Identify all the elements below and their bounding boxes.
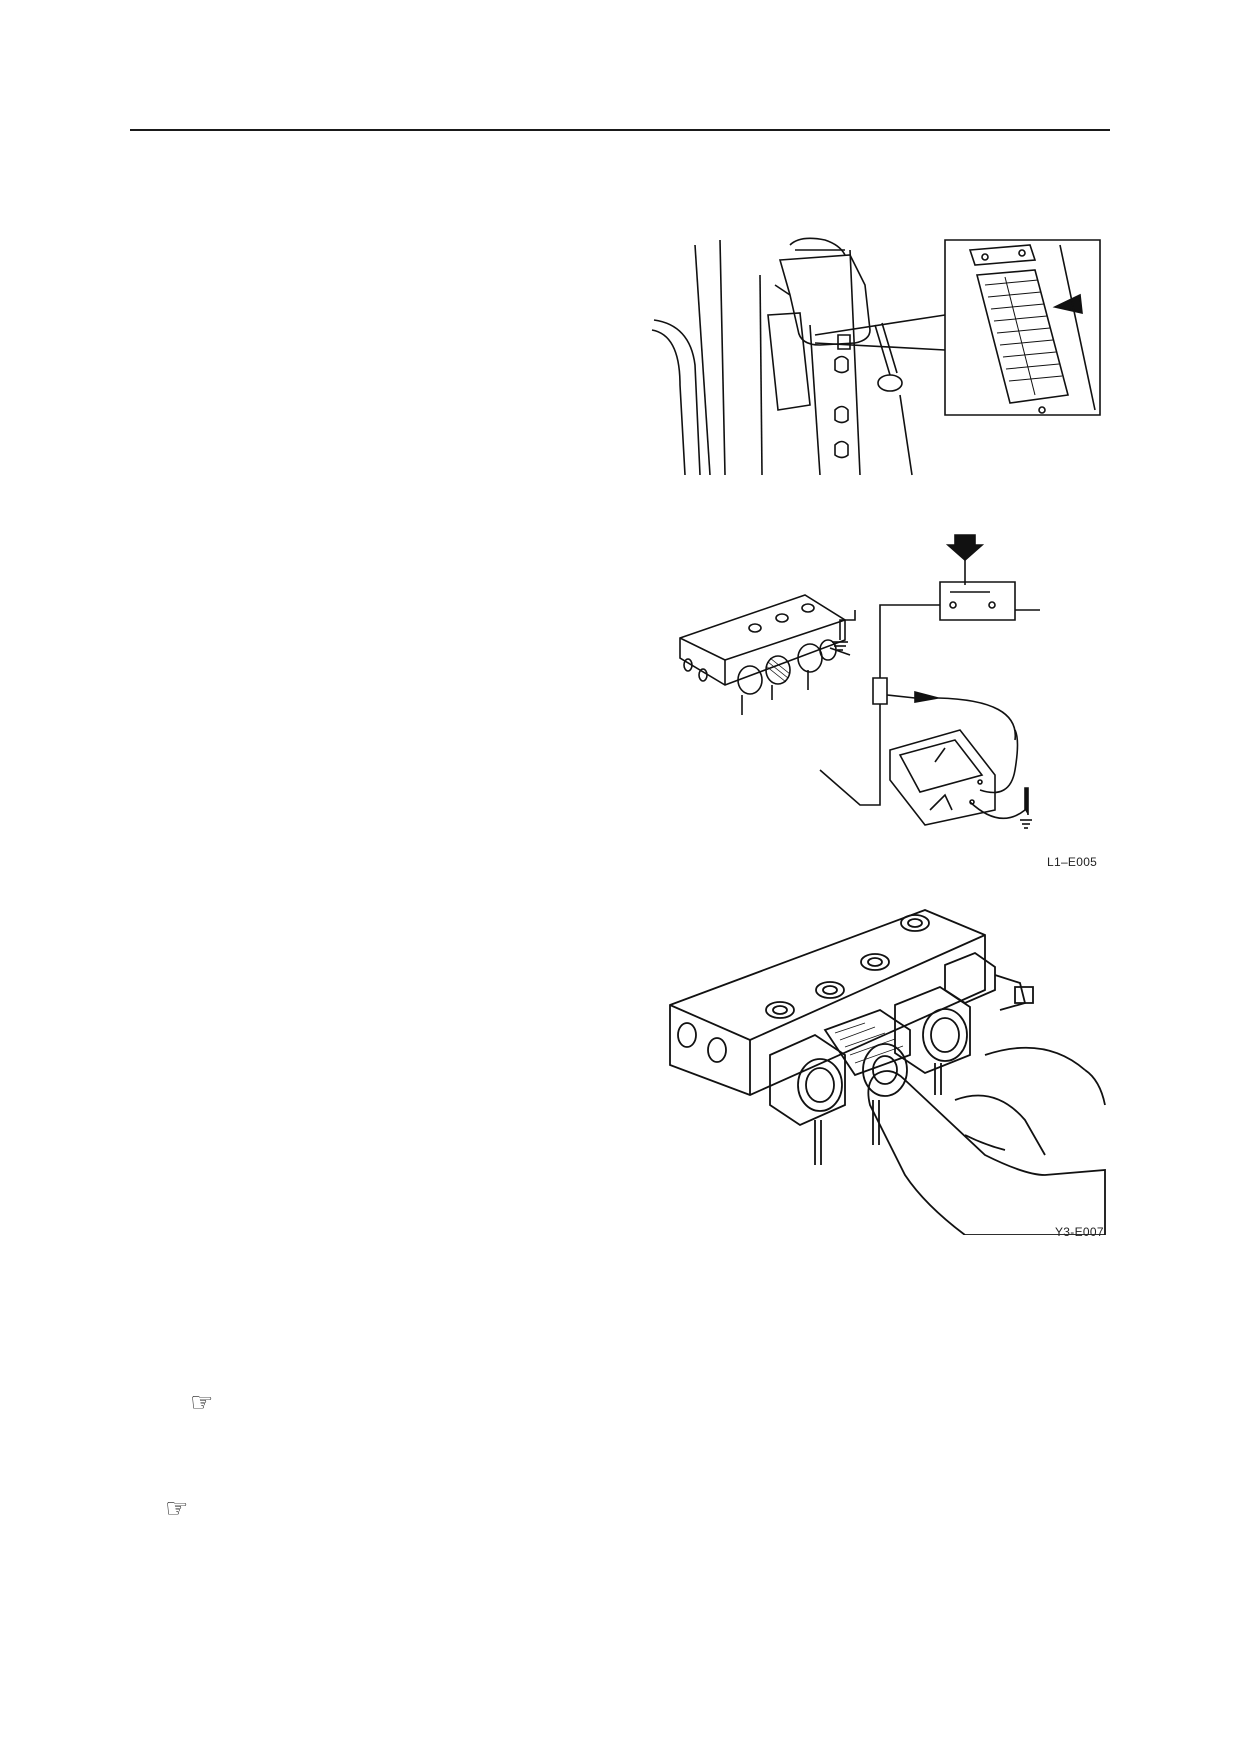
sensor-test-figure [670, 530, 1105, 830]
sensor-press-figure [665, 905, 1110, 1235]
meter [890, 730, 995, 825]
pointing-hand-icon: ☞ [165, 1494, 189, 1524]
fuse-cover [780, 255, 870, 345]
fuse-panel [977, 270, 1068, 403]
seat-outline [654, 320, 700, 475]
header-rule [130, 129, 1110, 131]
figure-caption: L1–E005 [1047, 855, 1098, 869]
figure-caption: Y3-E007 [1055, 1225, 1104, 1239]
valve-block [680, 595, 845, 685]
pointing-hand-icon: ☞ [190, 1388, 214, 1418]
valve-block-closeup [670, 910, 985, 1095]
hand [868, 1071, 1105, 1235]
switch-box [940, 582, 1015, 620]
fuse-inset-frame [945, 240, 1100, 415]
fuse-box-figure [650, 235, 1105, 480]
